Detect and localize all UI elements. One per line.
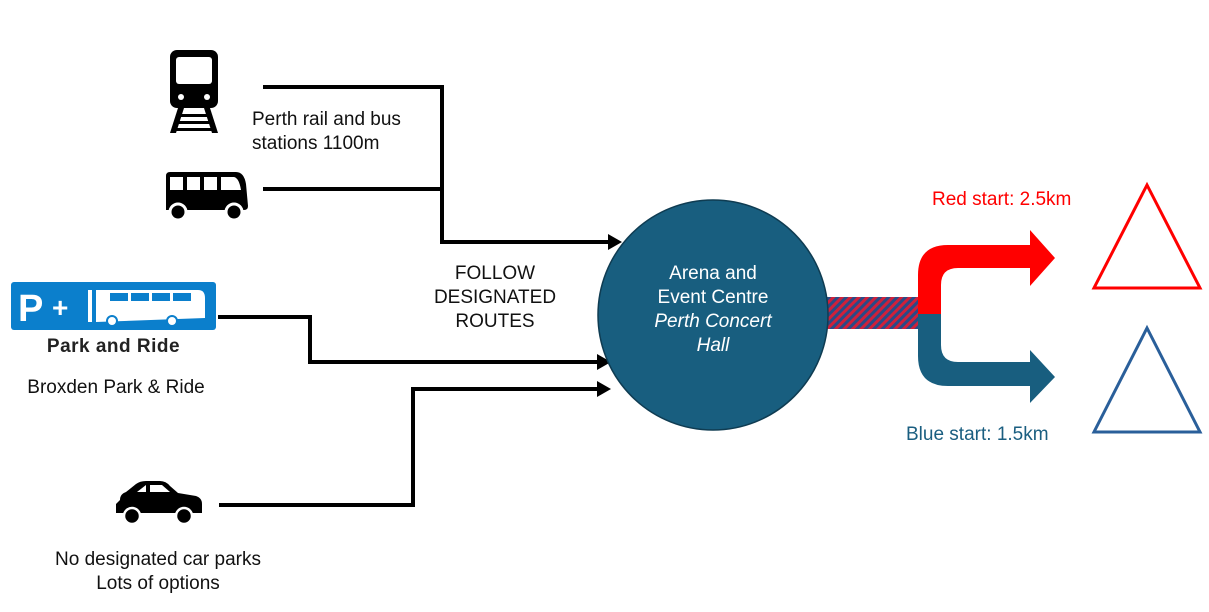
hub-circle <box>597 199 829 431</box>
hub-label-line4: Hall <box>696 335 730 356</box>
svg-text:P: P <box>18 288 43 330</box>
red-start-label: Red start: 2.5km <box>932 189 1072 210</box>
car-connector-line <box>219 387 597 507</box>
park-ride-sign-caption: Park and Ride <box>46 336 181 357</box>
follow-routes-line1: FOLLOW <box>454 263 536 284</box>
rail-bus-label: Perth rail and bus stations 1100m <box>252 108 401 156</box>
hub-label: Arena and Event Centre Perth Concert Hal… <box>613 262 813 358</box>
blue-start-label: Blue start: 1.5km <box>906 424 1049 445</box>
park-ride-arrowhead <box>597 354 611 370</box>
park-ride-connector-line <box>218 315 597 364</box>
follow-routes-note: FOLLOW DESIGNATED ROUTES <box>400 262 590 334</box>
car-icon <box>116 481 202 526</box>
car-label-line1: No designated car parks <box>55 549 261 570</box>
bus-icon <box>166 172 248 222</box>
svg-text:+: + <box>52 292 68 323</box>
car-label-line2: Lots of options <box>96 573 220 594</box>
hub-label-line2: Event Centre <box>657 287 769 308</box>
car-arrowhead <box>597 381 611 397</box>
red-triangle-icon <box>1091 181 1203 290</box>
rail-bus-label-line1: Perth rail and bus <box>252 109 401 130</box>
follow-routes-line2: DESIGNATED <box>433 287 557 308</box>
rail-arrowhead <box>608 234 622 250</box>
park-and-ride-sign-icon: P + <box>11 282 216 330</box>
rail-connector-line <box>263 85 608 244</box>
blue-route-arrow <box>918 314 1055 403</box>
rail-bus-label-line2: stations 1100m <box>252 133 380 154</box>
hub-label-line1: Arena and <box>669 263 757 284</box>
hub-label-line3: Perth Concert <box>654 311 772 332</box>
train-icon <box>170 50 218 133</box>
car-label: No designated car parks Lots of options <box>20 548 296 596</box>
hub-exit-connector <box>815 297 919 329</box>
park-ride-label: Broxden Park & Ride <box>27 377 205 398</box>
follow-routes-line3: ROUTES <box>455 311 535 332</box>
red-route-arrow <box>918 230 1055 316</box>
blue-triangle-icon <box>1091 324 1203 434</box>
